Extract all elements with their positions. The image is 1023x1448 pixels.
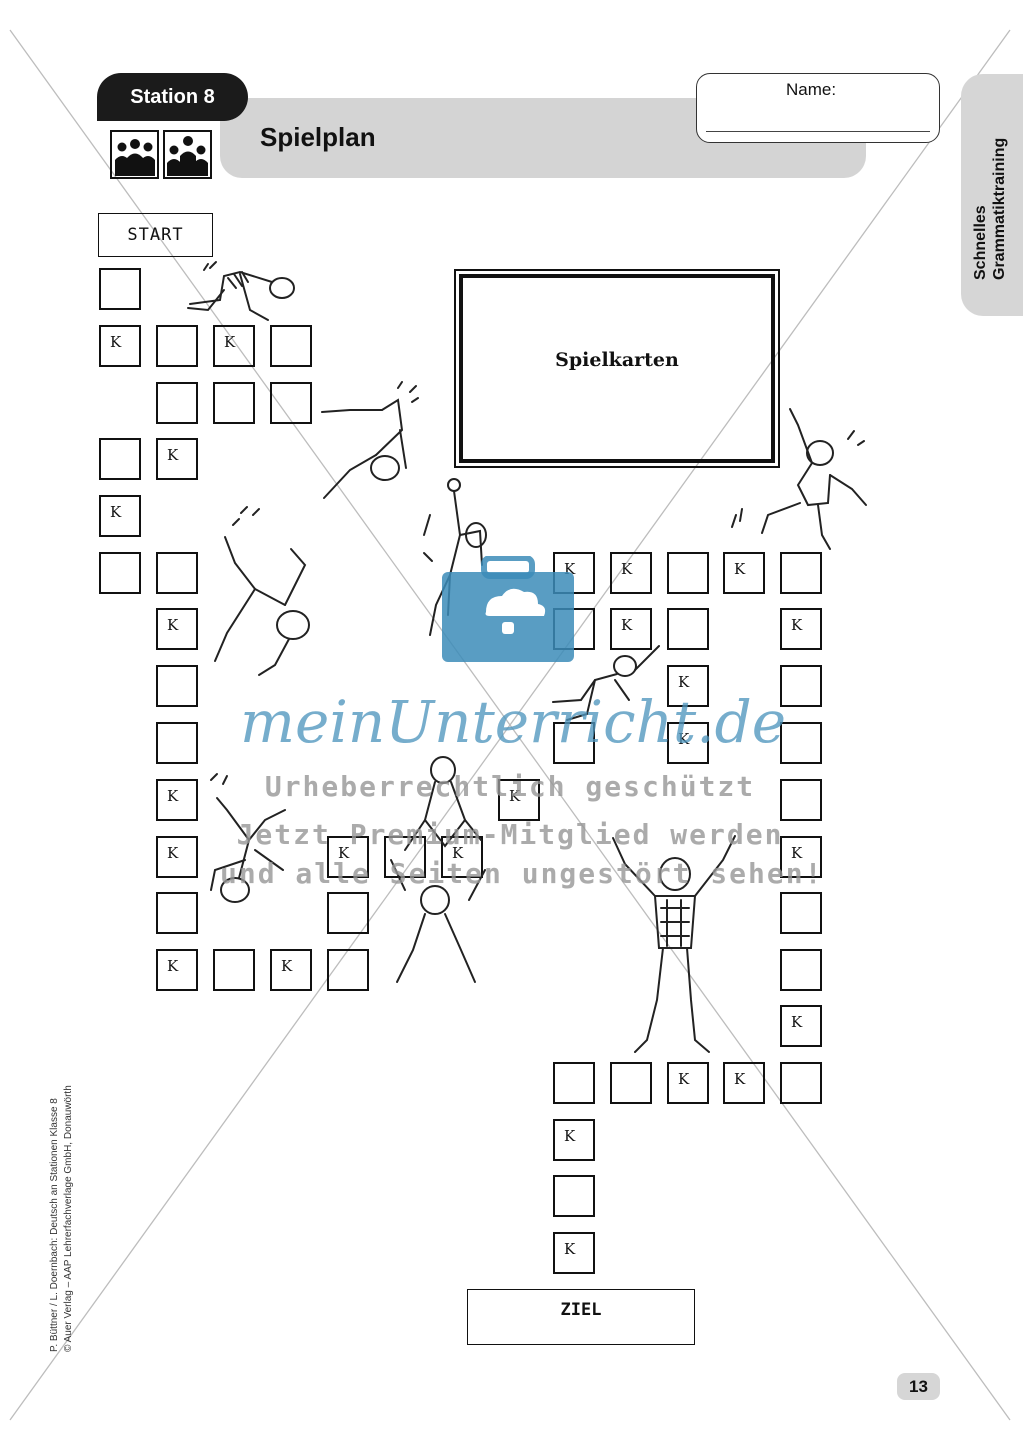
board-field-card: K	[156, 949, 198, 991]
somersault-child-illustration	[214, 506, 310, 676]
station-badge: Station 8	[97, 73, 248, 121]
board-field	[213, 382, 255, 424]
board-field	[780, 892, 822, 934]
board-field	[156, 325, 198, 367]
name-write-line	[706, 131, 930, 132]
watermark-line-3: und alle Seiten ungestört sehen!	[220, 857, 824, 890]
board-field	[667, 552, 709, 594]
card-stack-area	[459, 274, 775, 463]
briefcase-cloud-icon	[442, 556, 574, 662]
watermark-brand: meinUnterricht.de	[240, 688, 787, 756]
card-stack-frame	[454, 269, 780, 468]
board-field	[327, 892, 369, 934]
board-field-card: K	[270, 949, 312, 991]
board-field-card: K	[156, 779, 198, 821]
board-field	[99, 268, 141, 310]
board-field-card: K	[610, 608, 652, 650]
board-field	[667, 608, 709, 650]
cheering-child-illustration	[612, 835, 736, 1053]
board-field	[553, 722, 595, 764]
board-field	[99, 438, 141, 480]
board-field-card: K	[610, 552, 652, 594]
board-field-card: K	[780, 608, 822, 650]
start-field: START	[98, 213, 213, 257]
board-field	[780, 779, 822, 821]
board-field	[156, 382, 198, 424]
board-field	[553, 1062, 595, 1104]
board-field-card: K	[156, 836, 198, 878]
board-field-card: K	[327, 836, 369, 878]
board-field-card: K	[723, 552, 765, 594]
board-field	[327, 949, 369, 991]
board-field-card: K	[99, 495, 141, 537]
board-field-card: K	[780, 836, 822, 878]
side-tab	[961, 74, 1023, 316]
board-field-card: K	[441, 836, 483, 878]
watermark-line-1: Urheberrechtlich geschützt	[264, 770, 756, 803]
board-field-card: K	[99, 325, 141, 367]
board-field	[156, 552, 198, 594]
board-field-card: K	[553, 1232, 595, 1274]
board-field	[780, 552, 822, 594]
board-field	[780, 722, 822, 764]
board-field	[156, 892, 198, 934]
handstand-child-illustration	[210, 773, 286, 903]
board-field	[553, 1175, 595, 1217]
board-field	[156, 665, 198, 707]
board-field-card: K	[156, 608, 198, 650]
board-field-card: K	[553, 1119, 595, 1161]
board-field-card: K	[723, 1062, 765, 1104]
carrying-children-illustration	[390, 756, 486, 983]
page-title: Spielplan	[260, 122, 376, 152]
board-field-card: K	[213, 325, 255, 367]
board-field	[780, 949, 822, 991]
board-field-card: K	[667, 1062, 709, 1104]
board-field	[780, 1062, 822, 1104]
board-field	[270, 382, 312, 424]
board-field-card: K	[156, 438, 198, 480]
board-field-card: K	[780, 1005, 822, 1047]
crawling-child-illustration	[187, 261, 295, 321]
board-field	[780, 665, 822, 707]
name-label: Name:	[786, 80, 837, 99]
tumbling-child-illustration	[321, 381, 419, 499]
falling-child-illustration	[731, 408, 867, 550]
side-tab-label: Schnelles Grammatiktraining	[972, 137, 1008, 280]
board-field-card: K	[667, 665, 709, 707]
watermark-line-2: Jetzt Premium-Mitglied werden	[236, 818, 784, 851]
board-field	[610, 1062, 652, 1104]
board-field	[99, 552, 141, 594]
board-field	[156, 722, 198, 764]
board-field-card: K	[667, 722, 709, 764]
page-number: 13	[897, 1373, 940, 1400]
card-stack-label: Spielkarten	[555, 349, 679, 371]
board-field	[270, 325, 312, 367]
sliding-child-illustration	[552, 645, 660, 721]
board-field	[213, 949, 255, 991]
board-field	[384, 836, 426, 878]
publisher-credit: P. Büttner / L. Doernbach: Deutsch an St…	[49, 1085, 74, 1352]
goal-field: ZIEL	[467, 1289, 695, 1345]
board-field-card: K	[498, 779, 540, 821]
group-work-icon	[110, 130, 212, 179]
